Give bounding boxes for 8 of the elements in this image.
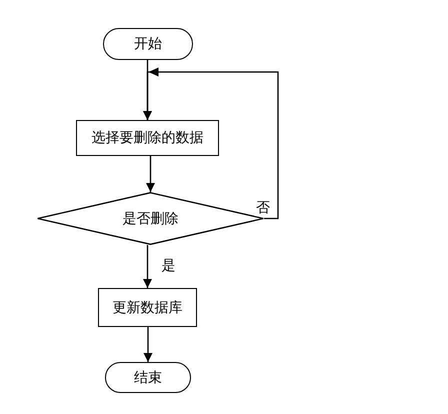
edge-label: 否: [255, 200, 271, 216]
arrow: [146, 156, 155, 192]
arrow: [144, 327, 152, 362]
process-box: 更新数据库: [98, 288, 197, 327]
arrow: [143, 68, 279, 220]
arrow: [143, 245, 152, 288]
process-box: 选择要删除的数据: [76, 120, 219, 156]
edge-label: 是: [160, 258, 176, 274]
